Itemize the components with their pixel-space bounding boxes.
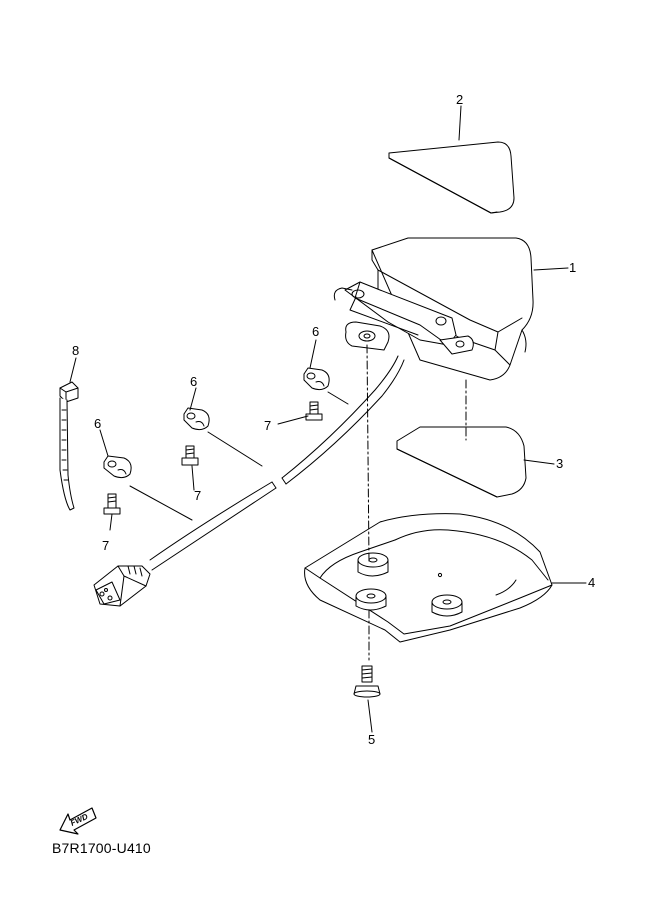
diagram-code: B7R1700-U410 <box>52 840 151 856</box>
callout-part-2: 2 <box>456 92 463 107</box>
part-6-clamp-right <box>303 367 330 391</box>
part-6-clamp-left <box>103 455 132 479</box>
part-8-cable-tie <box>59 381 79 511</box>
fwd-badge: FWD <box>59 807 97 835</box>
callout-part-1: 1 <box>569 260 576 275</box>
callout-part-6-right: 6 <box>312 324 319 339</box>
callout-part-4: 4 <box>588 575 595 590</box>
callout-part-5: 5 <box>368 732 375 747</box>
part-5-screw <box>353 665 381 698</box>
callout-part-8: 8 <box>72 343 79 358</box>
part-7-screw-right <box>305 401 323 421</box>
callout-part-3: 3 <box>556 456 563 471</box>
callout-part-7-left: 7 <box>102 538 109 553</box>
part-4-base <box>304 513 553 643</box>
part-3-gasket <box>396 426 527 498</box>
callouts: 2 1 3 4 5 8 6 6 6 7 7 7 <box>72 92 595 747</box>
callout-part-6-middle: 6 <box>190 374 197 389</box>
callout-part-7-middle: 7 <box>194 488 201 503</box>
part-1-tail-light <box>333 237 534 381</box>
fwd-arrow-icon <box>59 807 97 835</box>
callout-part-7-right: 7 <box>264 418 271 433</box>
part-7-screw-middle <box>181 445 199 466</box>
wiring-harness <box>93 355 405 607</box>
part-7-screw-left <box>103 493 121 515</box>
callout-part-6-left: 6 <box>94 416 101 431</box>
leader-lines <box>69 105 587 733</box>
part-6-clamp-middle <box>183 407 210 431</box>
part-2-gasket <box>388 141 515 214</box>
